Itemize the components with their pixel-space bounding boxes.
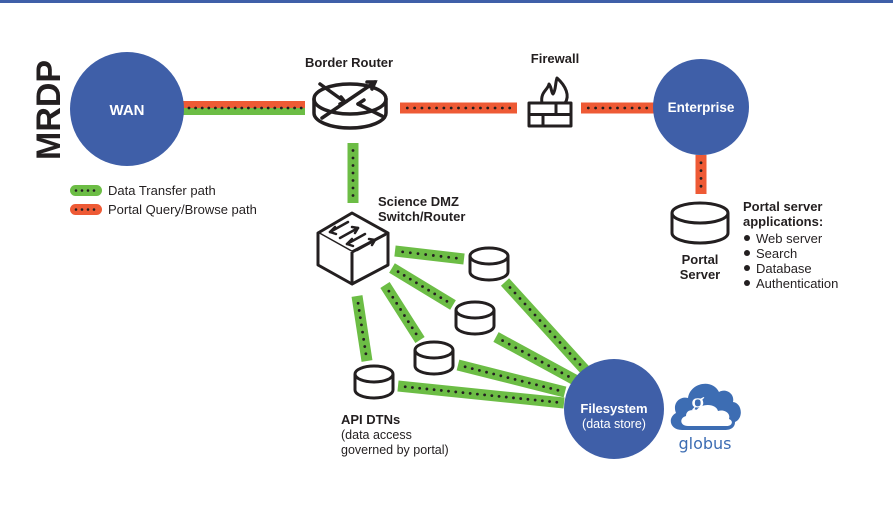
science-dmz-node[interactable]: Science DMZ Switch/Router: [316, 194, 465, 286]
dmz-dtn1-path: [394, 245, 465, 265]
portal-server-label-line1: Portal: [682, 252, 719, 267]
api-dtns-label: API DTNs: [341, 412, 400, 427]
enterprise-portal-path: [695, 155, 707, 194]
filesystem-label: Filesystem: [580, 401, 647, 416]
portal-server-label-line2: Server: [680, 267, 720, 282]
enterprise-node[interactable]: Enterprise: [653, 59, 749, 155]
globus-cloud-logo: g globus: [670, 383, 741, 453]
legend-item-data-transfer: Data Transfer path: [70, 183, 216, 198]
dtn-1[interactable]: [468, 246, 510, 282]
legend-label-data-transfer: Data Transfer path: [108, 183, 216, 198]
router-firewall-path: [400, 102, 517, 114]
legend-label-portal-query: Portal Query/Browse path: [108, 202, 257, 217]
database-icon: [670, 201, 730, 245]
dtn3-fs-path: [456, 359, 567, 398]
dmz-dtn3-path: [380, 282, 425, 343]
science-dmz-label-2: Switch/Router: [378, 209, 465, 224]
bullet-icon: [744, 250, 750, 256]
dtn4-fs-path: [397, 380, 565, 409]
router-icon: [312, 80, 388, 130]
wan-node[interactable]: WAN: [70, 52, 184, 166]
portal-apps-heading-2: applications:: [743, 214, 823, 229]
legend-item-portal-query: Portal Query/Browse path: [70, 202, 257, 217]
dtn-3[interactable]: [413, 340, 455, 376]
border-router-node[interactable]: Border Router: [305, 55, 393, 130]
database-icon: [454, 300, 496, 336]
diagram-title: MRDP: [30, 60, 68, 160]
bullet-icon: [744, 280, 750, 286]
filesystem-circle: [564, 359, 664, 459]
api-dtns-desc-1: (data access: [341, 428, 412, 442]
dtn1-fs-path: [500, 278, 590, 374]
router-dmz-path: [347, 143, 359, 203]
portal-server-node[interactable]: Portal Server: [670, 201, 730, 282]
filesystem-node[interactable]: Filesystem (data store): [564, 359, 664, 459]
top-border: [0, 0, 893, 3]
globus-wordmark: globus: [678, 434, 731, 453]
portal-app-item: Database: [756, 261, 812, 276]
wan-circle: [70, 52, 184, 166]
wan-router-path: [183, 101, 305, 115]
portal-app-item: Search: [756, 246, 797, 261]
bullet-icon: [744, 265, 750, 271]
dmz-dtn2-path: [389, 263, 456, 310]
legend-swatch-red: [70, 204, 102, 215]
border-router-label: Border Router: [305, 55, 393, 70]
database-icon: [353, 364, 395, 400]
paths-layer: [183, 101, 707, 409]
science-dmz-label-1: Science DMZ: [378, 194, 459, 209]
api-dtns-desc-2: governed by portal): [341, 443, 449, 457]
legend-swatch-green: [70, 185, 102, 196]
bullet-icon: [744, 235, 750, 241]
dtn2-fs-path: [493, 332, 578, 385]
enterprise-label: Enterprise: [668, 100, 735, 115]
dmz-dtn4-path: [351, 295, 373, 362]
firewall-enterprise-path: [581, 102, 654, 114]
switch-icon: [316, 211, 390, 286]
dtn-4[interactable]: [353, 364, 395, 400]
portal-apps-heading-1: Portal server: [743, 199, 823, 214]
firewall-label: Firewall: [531, 51, 579, 66]
firewall-node[interactable]: Firewall: [527, 51, 579, 128]
enterprise-circle: [653, 59, 749, 155]
database-icon: [413, 340, 455, 376]
globus-glyph: g: [691, 386, 706, 419]
api-dtns-label-group: API DTNs (data access governed by portal…: [341, 412, 449, 457]
globus-cloud-inner: [681, 405, 732, 426]
portal-app-item: Authentication: [756, 276, 838, 291]
legend: Data Transfer path Portal Query/Browse p…: [70, 183, 257, 217]
dtn-2[interactable]: [454, 300, 496, 336]
portal-app-item: Web server: [756, 231, 823, 246]
database-icon: [468, 246, 510, 282]
wan-label: WAN: [110, 102, 145, 119]
filesystem-sublabel: (data store): [582, 417, 646, 431]
firewall-icon: [527, 76, 573, 128]
portal-apps-list: Portal server applications: Web server S…: [743, 199, 838, 291]
